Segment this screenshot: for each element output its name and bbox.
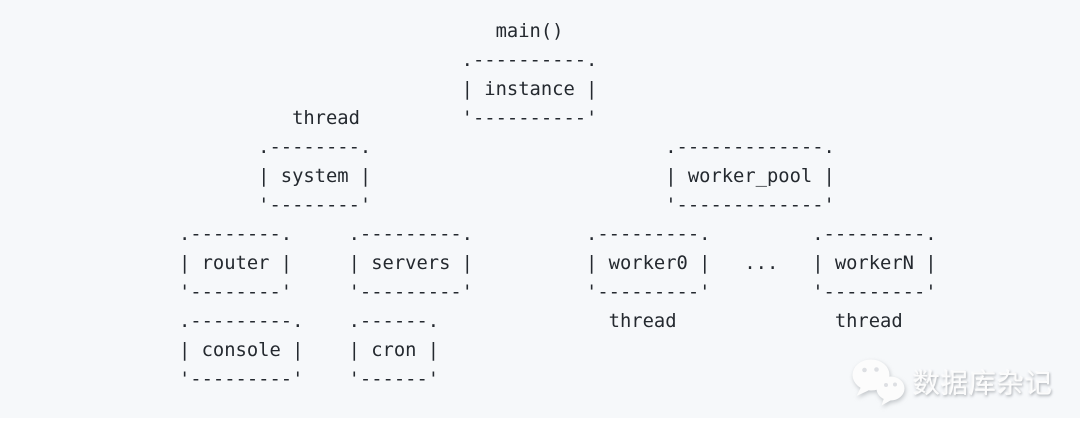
ascii-line-router-servers-workers-bottom: '--------' '---------' '---------' '----…	[179, 282, 937, 303]
ascii-line-thread-instance-bottom: thread '----------'	[179, 108, 598, 129]
ascii-line-console-cron: | console | | cron |	[179, 340, 440, 361]
ascii-line-instance: | instance |	[179, 79, 598, 100]
ascii-line-console-cron-bottom: '---------' '------'	[179, 369, 440, 390]
ascii-line-system-workerpool: | system | | worker_pool |	[179, 166, 835, 187]
ascii-line-router-servers-workers-top: .--------. .---------. .---------. .----…	[179, 224, 937, 245]
watermark: 数据库杂记	[850, 356, 1053, 406]
watermark-text: 数据库杂记	[913, 368, 1053, 400]
ascii-line-instance-top: .----------.	[179, 50, 598, 71]
ascii-line-system-workerpool-top: .--------. .-------------.	[179, 137, 835, 158]
ascii-architecture-diagram: main() .----------. | instance | thread …	[179, 17, 937, 394]
ascii-line-main: main()	[179, 21, 564, 42]
ascii-line-console-cron-top-threads: .---------. .------. thread thread	[179, 311, 903, 332]
ascii-line-system-workerpool-bottom: '--------' '-------------'	[179, 195, 835, 216]
code-block: main() .----------. | instance | thread …	[179, 17, 937, 394]
wechat-icon	[852, 359, 905, 406]
ascii-line-router-servers-workers: | router | | servers | | worker0 | ... |…	[179, 253, 937, 274]
